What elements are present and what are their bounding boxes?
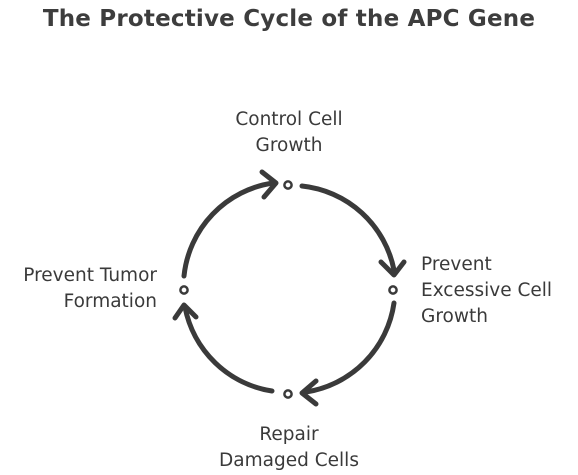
cycle-arrow-bottom-to-left [182,304,275,394]
node-label-line: Excessive Cell [421,280,553,301]
node-label-prevent-tumor-formation: Prevent Tumor Formation [0,263,157,315]
node-label-prevent-excessive-cell-growth: Prevent Excessive Cell Growth [421,252,576,330]
node-label-line: Growth [421,306,488,327]
node-label-line: Control Cell [235,109,343,130]
node-label-repair-damaged-cells: Repair Damaged Cells [189,422,389,474]
arrowhead-bottom [299,378,319,407]
arrowhead-top [259,169,279,200]
node-dot-right [388,285,398,295]
node-label-line: Prevent [421,254,492,275]
arrowhead-right [378,259,407,278]
node-dot-left [179,285,189,295]
node-dot-bottom [283,389,293,399]
cycle-arrow-right-to-bottom [303,300,397,395]
node-dot-top [283,180,293,190]
node-label-line: Prevent Tumor [23,265,157,286]
node-label-line: Formation [63,291,157,312]
node-label-control-cell-growth: Control Cell Growth [189,107,389,159]
cycle-arrow-left-to-top [181,180,276,279]
diagram-title: The Protective Cycle of the APC Gene [42,6,536,32]
node-label-line: Damaged Cells [219,450,359,471]
cycle-arrow-top-to-right [299,183,397,273]
arrowhead-left [172,302,199,321]
node-label-line: Growth [255,135,323,156]
node-label-line: Repair [259,424,319,445]
